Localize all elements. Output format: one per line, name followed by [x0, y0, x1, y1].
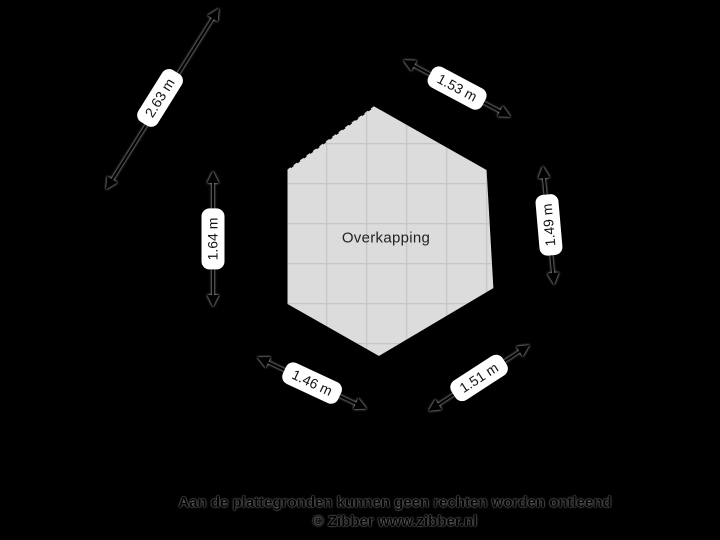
footer: Aan de plattegronden kunnen geen rechten…: [178, 493, 611, 531]
footer-disclaimer: Aan de plattegronden kunnen geen rechten…: [178, 494, 612, 511]
dimension-label-left: 1.64 m: [201, 208, 225, 270]
open-side-dashed-line: [283, 103, 378, 173]
room-floor-grid: [284, 104, 497, 360]
wall-outline: [280, 99, 501, 365]
room-label: Overkapping: [341, 229, 431, 247]
footer-credit: © Zibber www.zibber.nl: [312, 513, 478, 530]
